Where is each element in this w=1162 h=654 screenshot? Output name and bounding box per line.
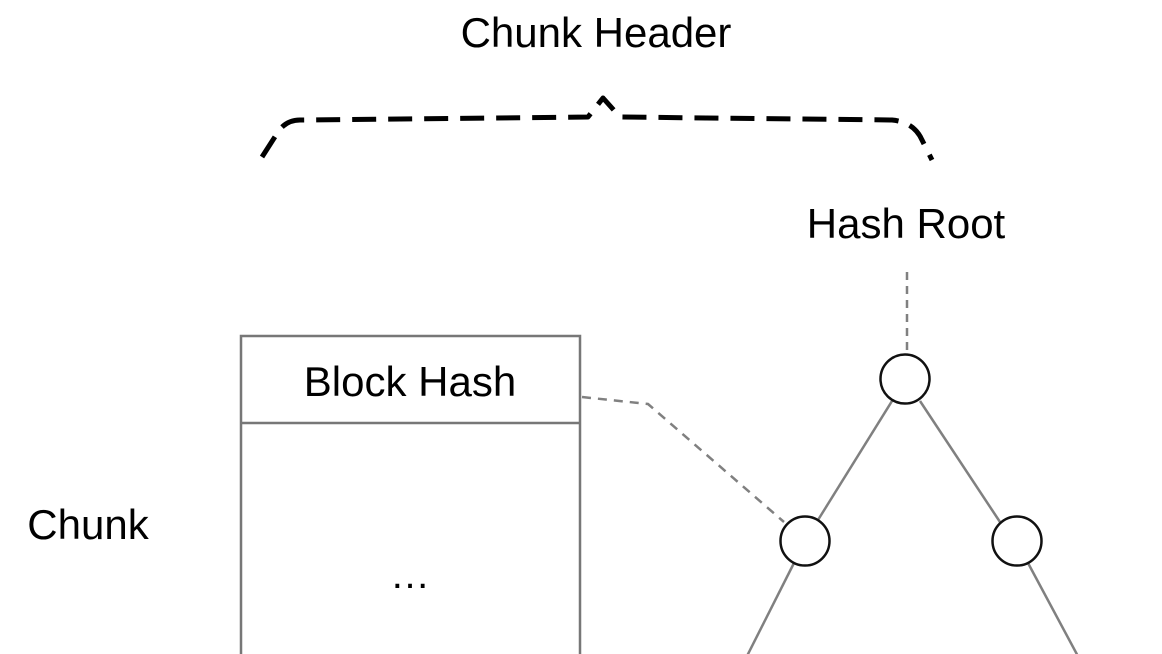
tree-edge-root-right bbox=[918, 400, 1002, 523]
chunk-header-brace bbox=[259, 95, 935, 162]
tree-edge-right-down bbox=[1026, 562, 1079, 654]
chunk-label: Chunk bbox=[27, 501, 149, 548]
tree-node-left bbox=[779, 515, 831, 567]
tree-edge-root-left bbox=[816, 400, 894, 521]
block-hash-link bbox=[581, 395, 785, 523]
tree-node-root bbox=[879, 353, 931, 405]
hash-root-label: Hash Root bbox=[807, 200, 1006, 247]
chunk-header-label: Chunk Header bbox=[461, 9, 732, 56]
chunk-box bbox=[239, 334, 582, 654]
tree-node-right bbox=[991, 515, 1043, 567]
block-hash-label: Block Hash bbox=[304, 358, 516, 405]
tree-edge-left-down bbox=[746, 562, 796, 654]
ellipsis-text: … bbox=[390, 553, 430, 597]
